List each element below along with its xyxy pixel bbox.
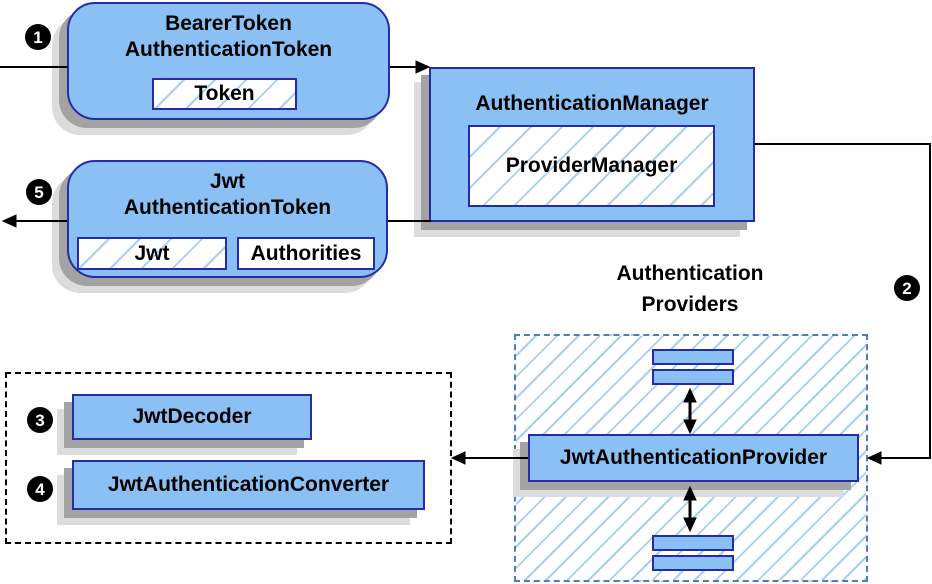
jwt-decoder-node: JwtDecoder	[72, 394, 312, 440]
step-5-number: 5	[34, 182, 44, 202]
step-3-number: 3	[35, 410, 45, 430]
token-field: Token	[152, 78, 297, 110]
jwt-authentication-provider-node: JwtAuthenticationProvider	[528, 434, 859, 482]
jwt-authentication-token-title-line2: AuthenticationToken	[123, 196, 332, 219]
providers-caption-line2: Providers	[641, 293, 739, 316]
step-3-badge: 3	[27, 407, 53, 433]
bearer-token-title-line2: AuthenticationToken	[124, 38, 333, 61]
provider-manager-field: ProviderManager	[468, 125, 715, 207]
step-1-number: 1	[33, 27, 43, 47]
manager-to-provider-arrowhead	[866, 451, 882, 465]
bearer-to-manager-arrowhead	[415, 60, 431, 74]
provider-to-decoder-arrowhead	[450, 451, 466, 465]
providers-caption-line1: Authentication	[616, 262, 764, 285]
authentication-manager-title: AuthenticationManager	[475, 92, 709, 115]
token-field-label: Token	[194, 82, 255, 105]
jwt-decoder-label: JwtDecoder	[132, 405, 252, 428]
step-2-number: 2	[902, 278, 912, 298]
jwt-authentication-token-title: Jwt AuthenticationToken	[69, 162, 386, 221]
bearer-token-title-line1: BearerToken	[165, 12, 292, 35]
step-2-badge: 2	[894, 275, 920, 301]
authorities-field-label: Authorities	[250, 241, 362, 265]
step-4-number: 4	[35, 479, 45, 499]
authorities-field: Authorities	[237, 237, 375, 270]
step-1-badge: 1	[25, 24, 51, 50]
bearer-token-title: BearerToken AuthenticationToken	[69, 4, 388, 63]
step5-arrowhead	[1, 214, 17, 228]
provider-placeholder-rect	[652, 349, 734, 365]
step-4-badge: 4	[27, 476, 53, 502]
jwt-authentication-converter-node: JwtAuthenticationConverter	[72, 460, 425, 510]
step-5-badge: 5	[26, 179, 52, 205]
jwt-authentication-token-title-line1: Jwt	[209, 170, 245, 193]
authentication-manager-node: AuthenticationManager ProviderManager	[429, 67, 755, 222]
jwt-field-label: Jwt	[134, 241, 170, 265]
bearer-token-node: BearerToken AuthenticationToken Token	[67, 2, 390, 120]
provider-manager-field-label: ProviderManager	[505, 154, 678, 177]
provider-placeholder-rect	[652, 555, 734, 571]
jwt-authentication-token-node: Jwt AuthenticationToken Jwt Authorities	[67, 160, 388, 278]
jwt-authentication-converter-label: JwtAuthenticationConverter	[107, 473, 390, 496]
provider-placeholder-rect	[652, 369, 734, 385]
jwt-field: Jwt	[77, 237, 227, 270]
jwt-authentication-provider-label: JwtAuthenticationProvider	[559, 446, 828, 469]
provider-placeholder-rect	[652, 535, 734, 551]
providers-group-caption: Authentication Providers	[575, 258, 805, 320]
